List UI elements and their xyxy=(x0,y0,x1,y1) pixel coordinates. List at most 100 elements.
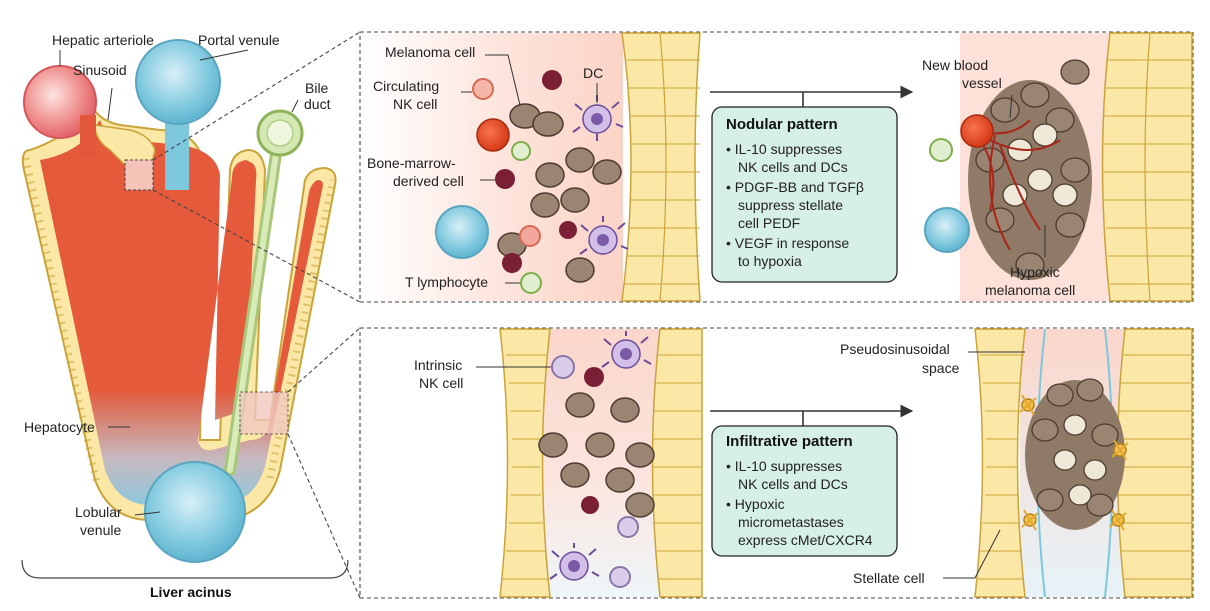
label-bone-marrow-line1: Bone-marrow- xyxy=(367,155,456,171)
sinusoid-fill xyxy=(40,120,323,505)
label-intrinsic-nk-line1: Intrinsic xyxy=(414,357,462,373)
green-cell-right xyxy=(929,138,953,162)
label-bile-duct-line1: Bile xyxy=(305,80,329,96)
leader-bile xyxy=(291,99,299,113)
bm-cell-bottom-1 xyxy=(584,367,604,387)
nodular-box-line-2: NK cells and DCs xyxy=(738,159,848,175)
red-blood-cell-top xyxy=(476,118,510,152)
label-hepatocyte: Hepatocyte xyxy=(24,419,95,435)
connector-top-b xyxy=(152,189,361,303)
t-lymphocyte-small-top xyxy=(511,141,531,161)
label-bile-duct-line2: duct xyxy=(304,96,331,112)
nk-cell-2 xyxy=(617,516,639,538)
hepatocyte-column-bottom-left xyxy=(499,328,551,598)
stellate-cells xyxy=(1019,394,1129,531)
dc-cell-top xyxy=(572,95,624,141)
red-blood-cell-nodule xyxy=(960,114,994,148)
blue-vessel-right xyxy=(924,207,970,253)
portal-venule xyxy=(135,39,221,125)
circulating-nk-cell xyxy=(472,78,494,100)
nodular-box-line-7: to hypoxia xyxy=(738,253,802,269)
liver-acinus: Hepatic arteriole Portal venule Sinusoid… xyxy=(21,31,361,600)
leader-new-vessel xyxy=(1009,94,1013,119)
label-circulating-nk-line1: Circulating xyxy=(373,78,439,94)
melanoma-cells-top xyxy=(497,103,622,283)
hepatocyte-column-top-right xyxy=(1101,32,1193,302)
leader-portal xyxy=(199,49,249,61)
t-lymphocyte xyxy=(520,272,542,294)
nodular-box-line-6: • VEGF in response xyxy=(726,235,849,251)
label-new-vessel-line1: New blood xyxy=(922,57,988,73)
bm-cell-4 xyxy=(559,221,577,239)
leader-melanoma xyxy=(485,54,521,106)
connector-bottom-a xyxy=(287,327,361,393)
label-hypoxic-line1: Hypoxic xyxy=(1010,264,1060,280)
blue-vessel-top xyxy=(435,205,489,259)
hepatocyte-column-bottom-right-b xyxy=(1116,328,1193,598)
bm-cell-3 xyxy=(502,253,522,273)
intrinsic-nk-cell xyxy=(551,355,575,379)
acinus-bracket xyxy=(21,559,349,579)
label-pseudosinusoidal-line2: space xyxy=(922,360,960,376)
bm-cell-bottom-2 xyxy=(581,496,599,514)
label-t-lymphocyte: T lymphocyte xyxy=(405,274,488,290)
zoom-region-bottom xyxy=(239,391,289,435)
melanoma-nodule xyxy=(968,59,1092,280)
infiltrative-panel-frame xyxy=(359,327,1194,599)
arteriole-stalk xyxy=(80,115,96,155)
infiltrative-box-line-1: • IL-10 suppresses xyxy=(726,458,842,474)
leader-stellate xyxy=(943,529,1001,579)
nodular-info-box xyxy=(711,106,898,283)
nodular-box-line-4: suppress stellate xyxy=(738,197,843,213)
nodular-panel-frame xyxy=(359,31,1194,303)
label-hypoxic-line2: melanoma cell xyxy=(985,282,1075,298)
nodular-box-line-3: • PDGF-BB and TGFβ xyxy=(726,179,864,195)
bile-duct-lumen xyxy=(227,137,281,473)
label-bone-marrow-line2: derived cell xyxy=(393,173,464,189)
hepatocyte-column-top-left xyxy=(621,32,701,302)
dc-cell-bottom-1 xyxy=(601,331,652,369)
red-nk-small xyxy=(519,225,541,247)
label-pseudosinusoidal-line1: Pseudosinusoidal xyxy=(840,341,950,357)
label-intrinsic-nk-line2: NK cell xyxy=(419,375,463,391)
infiltrative-box-line-3: • Hypoxic xyxy=(726,496,785,512)
label-lobular-venule-line2: venule xyxy=(80,522,121,538)
nodular-panel: Nodular pattern • IL-10 suppresses NK ce… xyxy=(359,31,1194,303)
leader-sinusoid xyxy=(107,87,113,121)
bm-cell-2 xyxy=(542,70,562,90)
label-lobular-venule-line1: Lobular xyxy=(75,504,122,520)
label-stellate-cell: Stellate cell xyxy=(853,570,925,586)
infiltrative-info-box xyxy=(711,425,898,557)
dc-cell-top-2 xyxy=(579,216,629,255)
connector-top-a xyxy=(152,31,361,161)
infiltrative-box-title: Infiltrative pattern xyxy=(726,433,853,450)
infiltrative-cells xyxy=(538,392,655,518)
connector-bottom-b xyxy=(287,433,361,599)
infiltrating-tumor xyxy=(1025,378,1125,530)
label-dc: DC xyxy=(583,65,603,81)
label-portal-venule: Portal venule xyxy=(198,32,280,48)
nodular-box-title: Nodular pattern xyxy=(726,116,838,133)
hepatocyte-beads xyxy=(22,157,337,485)
label-liver-acinus: Liver acinus xyxy=(150,584,232,600)
nodular-box-line-5: cell PEDF xyxy=(738,215,800,231)
infiltrative-box-line-4: micrometastases xyxy=(738,514,844,530)
zoom-region-top xyxy=(124,159,154,191)
nk-cell-3 xyxy=(609,566,631,588)
nodular-box-line-1: • IL-10 suppresses xyxy=(726,141,842,157)
bile-duct-head-inner xyxy=(266,119,294,147)
label-new-vessel-line2: vessel xyxy=(962,75,1002,91)
label-circulating-nk-line2: NK cell xyxy=(393,96,437,112)
label-hepatic-arteriole: Hepatic arteriole xyxy=(52,32,154,48)
hepatocyte-column-bottom-mid xyxy=(651,328,703,598)
infiltrative-box-line-2: NK cells and DCs xyxy=(738,476,848,492)
hepatocyte-column-bottom-right-a xyxy=(974,328,1026,598)
label-sinusoid: Sinusoid xyxy=(73,62,127,78)
infiltrative-panel: Infiltrative pattern • IL-10 suppresses … xyxy=(359,327,1194,599)
infiltrative-box-line-5: express cMet/CXCR4 xyxy=(738,532,873,548)
bone-marrow-cell xyxy=(495,169,515,189)
lobular-venule xyxy=(144,461,246,563)
dc-cell-bottom-2 xyxy=(549,543,600,581)
leader-lobular xyxy=(134,511,161,516)
